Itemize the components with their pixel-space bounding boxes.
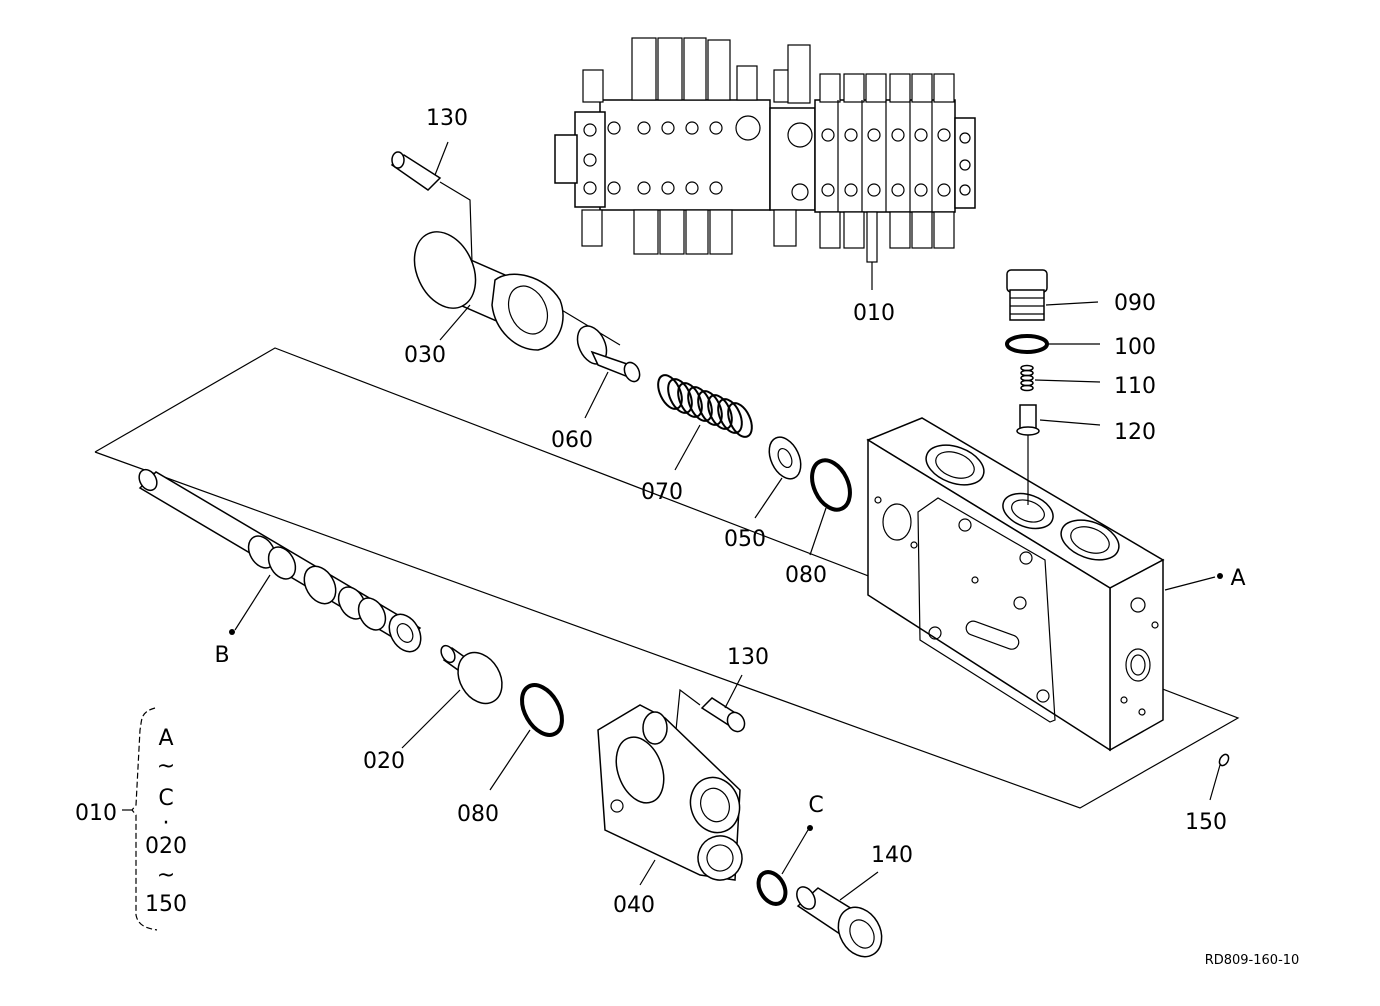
callout-dot-c bbox=[807, 825, 813, 831]
spring-070 bbox=[657, 374, 753, 438]
spool-cap-020 bbox=[440, 644, 503, 705]
label-080-right: 080 bbox=[785, 563, 827, 588]
spring-110 bbox=[1020, 364, 1034, 392]
legend-tilde-2: ~ bbox=[157, 863, 175, 888]
label-050: 050 bbox=[724, 527, 766, 552]
label-010: 010 bbox=[853, 301, 895, 326]
callout-dot-b bbox=[229, 629, 235, 635]
label-100: 100 bbox=[1114, 335, 1156, 360]
o-ring-080-left bbox=[520, 683, 564, 737]
kit-legend: 010 A ~ C · 020 ~ 150 bbox=[75, 707, 187, 931]
callout-dot-a bbox=[1217, 573, 1223, 579]
label-090: 090 bbox=[1114, 291, 1156, 316]
label-040: 040 bbox=[613, 893, 655, 918]
legend-range2-end: 150 bbox=[145, 892, 187, 917]
bolt-130-lower bbox=[700, 697, 746, 733]
label-110: 110 bbox=[1114, 374, 1156, 399]
part-150 bbox=[1218, 753, 1230, 767]
o-ring-100 bbox=[1005, 334, 1049, 354]
cap-040 bbox=[597, 704, 743, 881]
poppet-120 bbox=[1016, 404, 1040, 436]
label-070: 070 bbox=[641, 480, 683, 505]
bolt-130-upper bbox=[390, 151, 442, 191]
legend-tilde-1: ~ bbox=[157, 754, 175, 779]
o-ring-c bbox=[756, 870, 788, 906]
label-b: B bbox=[214, 643, 229, 668]
spring-seat-060 bbox=[576, 325, 641, 383]
spool-assembly bbox=[138, 468, 422, 653]
label-080-left: 080 bbox=[457, 802, 499, 827]
label-130-upper: 130 bbox=[426, 106, 468, 131]
label-120: 120 bbox=[1114, 420, 1156, 445]
legend-range-end: C bbox=[158, 786, 173, 811]
label-a: A bbox=[1230, 566, 1245, 591]
washer-050 bbox=[768, 436, 802, 480]
plug-090 bbox=[1006, 269, 1048, 321]
cap-030 bbox=[413, 231, 564, 351]
plug-140 bbox=[796, 886, 883, 958]
reference-code: RD809-160-10 bbox=[1205, 953, 1300, 968]
legend-part-010: 010 bbox=[75, 801, 117, 826]
legend-range-start: A bbox=[158, 726, 173, 751]
valve-section-body bbox=[866, 417, 1165, 752]
label-130-lower: 130 bbox=[727, 645, 769, 670]
legend-range2-start: 020 bbox=[145, 834, 187, 859]
label-030: 030 bbox=[404, 343, 446, 368]
label-150: 150 bbox=[1185, 810, 1227, 835]
o-ring-080-right bbox=[810, 458, 852, 512]
legend-separator: · bbox=[163, 811, 170, 836]
label-140: 140 bbox=[871, 843, 913, 868]
control-valve-assembly bbox=[554, 37, 976, 263]
label-060: 060 bbox=[551, 428, 593, 453]
label-c: C bbox=[808, 793, 823, 818]
alignment-frame bbox=[94, 347, 1240, 809]
label-020: 020 bbox=[363, 749, 405, 774]
